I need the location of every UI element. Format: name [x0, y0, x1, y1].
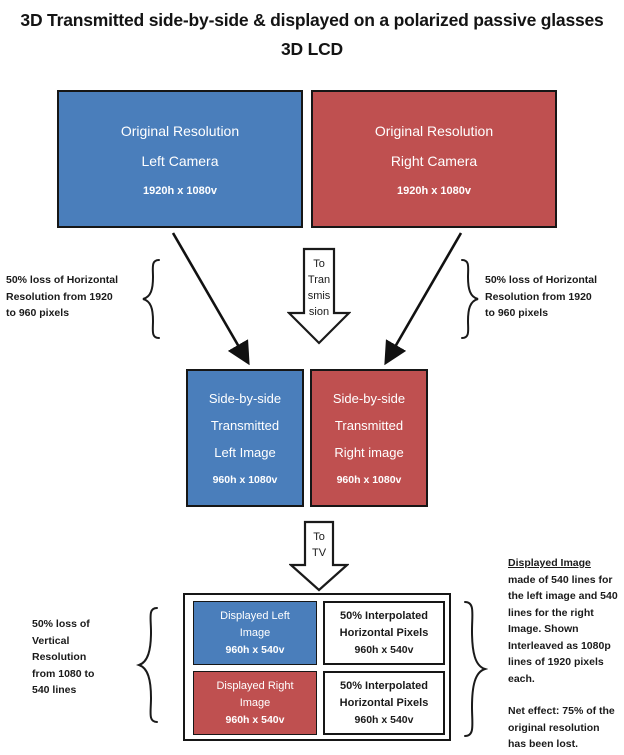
cell-resolution: 960h x 540v	[225, 643, 285, 656]
box-resolution: 960h x 1080v	[212, 474, 278, 486]
left-top-brace	[142, 259, 160, 339]
to-transmission-arrow: To Tran smis sion	[287, 247, 351, 345]
cell-resolution: 960h x 540v	[225, 713, 285, 726]
note-vertical-loss: 50% loss of Vertical Resolution from 108…	[32, 616, 132, 699]
cell-line-2: Image	[239, 626, 271, 639]
cell-line-1: Displayed Right	[216, 679, 294, 692]
box-line-1: Original Resolution	[374, 123, 494, 139]
box-resolution: 1920h x 1080v	[396, 185, 471, 197]
cell-line-2: Horizontal Pixels	[339, 626, 429, 639]
box-line-2: Transmitted	[334, 418, 404, 433]
displayed-right-row: Displayed Right Image 960h x 540v 50% In…	[193, 671, 445, 735]
page-title: 3D Transmitted side-by-side & displayed …	[20, 10, 604, 59]
note-line-5: 540 lines	[32, 684, 77, 696]
note-line-3: to 960 pixels	[485, 307, 549, 319]
note-displayed-image-summary: Displayed Image made of 540 lines for th…	[508, 555, 620, 753]
note-line-2: Resolution from 1920	[6, 290, 113, 303]
arrow-label-line-1: To	[313, 531, 325, 543]
note-line-1: 50% loss of Horizontal	[485, 274, 598, 286]
note-line-4: from 1080 to	[32, 667, 95, 680]
box-resolution: 960h x 1080v	[336, 474, 402, 486]
box-line-1: Original Resolution	[120, 123, 240, 139]
cell-resolution: 960h x 540v	[354, 643, 414, 656]
arrow-label-line-2: TV	[311, 547, 327, 559]
right-top-brace	[461, 259, 479, 339]
box-line-2: Transmitted	[210, 418, 280, 433]
displayed-left-image-cell: Displayed Left Image 960h x 540v	[193, 601, 317, 665]
arrow-label-line-2: Tran	[307, 274, 331, 286]
arrow-label-line-4: sion	[308, 306, 330, 318]
box-line-1: Side-by-side	[208, 391, 282, 406]
box-line-2: Right Camera	[390, 153, 478, 169]
cell-line-1: 50% Interpolated	[339, 679, 429, 692]
original-resolution-right-camera-box: Original Resolution Right Camera 1920h x…	[311, 90, 557, 228]
cell-line-2: Image	[239, 696, 271, 709]
box-line-1: Side-by-side	[332, 391, 406, 406]
displayed-right-image-cell: Displayed Right Image 960h x 540v	[193, 671, 317, 735]
note-line-2: Resolution from 1920	[485, 290, 592, 303]
cell-line-2: Horizontal Pixels	[339, 696, 429, 709]
arrow-label-line-3: smis	[307, 290, 331, 302]
box-resolution: 1920h x 1080v	[142, 185, 217, 197]
side-by-side-transmitted-right-image-box: Side-by-side Transmitted Right image 960…	[310, 369, 428, 507]
cell-resolution: 960h x 540v	[354, 713, 414, 726]
note-line-1: 50% loss of Horizontal	[6, 274, 119, 286]
box-line-2: Left Camera	[141, 153, 219, 169]
note-right-horizontal-loss: 50% loss of Horizontal Resolution from 1…	[485, 272, 617, 322]
right-bottom-brace	[464, 601, 488, 737]
box-line-3: Left Image	[214, 445, 276, 460]
note-line-3: to 960 pixels	[6, 307, 70, 319]
arrow-label-line-1: To	[313, 258, 325, 270]
note-paragraph-1-rest: made of 540 lines for the left image and…	[508, 573, 618, 685]
displayed-image-container: Displayed Left Image 960h x 540v 50% Int…	[183, 593, 451, 741]
interpolated-pixels-cell-1: 50% Interpolated Horizontal Pixels 960h …	[323, 601, 445, 665]
left-bottom-brace	[136, 607, 158, 723]
cell-line-1: Displayed Left	[220, 609, 290, 622]
box-line-3: Right image	[334, 445, 404, 460]
to-tv-arrow: To TV	[289, 520, 349, 592]
note-paragraph-1: Displayed Image made of 540 lines for th…	[508, 555, 620, 687]
displayed-left-row: Displayed Left Image 960h x 540v 50% Int…	[193, 601, 445, 665]
arrow-right-camera-to-transmitted	[384, 232, 463, 366]
interpolated-pixels-cell-2: 50% Interpolated Horizontal Pixels 960h …	[323, 671, 445, 735]
arrow-label: To TV	[289, 529, 349, 561]
note-left-horizontal-loss: 50% loss of Horizontal Resolution from 1…	[6, 272, 132, 322]
original-resolution-left-camera-box: Original Resolution Left Camera 1920h x …	[57, 90, 303, 228]
arrow-label: To Tran smis sion	[287, 256, 351, 320]
note-line-2: Vertical	[32, 634, 70, 647]
arrow-left-camera-to-transmitted	[171, 232, 250, 366]
note-paragraph-2: Net effect: 75% of the original resoluti…	[508, 705, 615, 750]
note-underlined-term: Displayed Image	[508, 557, 591, 569]
note-line-3: Resolution	[32, 651, 87, 663]
side-by-side-transmitted-left-image-box: Side-by-side Transmitted Left Image 960h…	[186, 369, 304, 507]
cell-line-1: 50% Interpolated	[339, 609, 429, 622]
note-line-1: 50% loss of	[32, 618, 90, 630]
